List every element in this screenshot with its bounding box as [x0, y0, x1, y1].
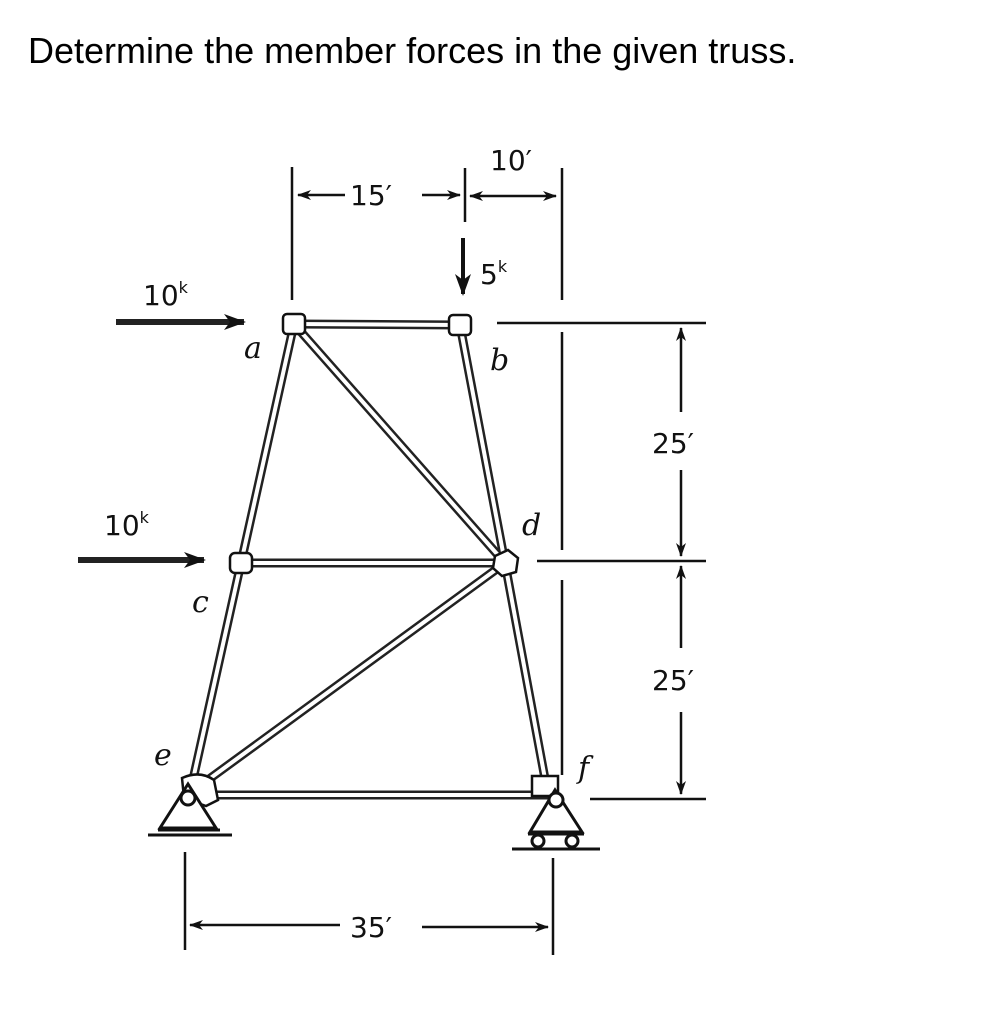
joint-d-plate — [491, 548, 520, 578]
joint-label-c: c — [192, 585, 209, 620]
right-dimension-lines — [497, 321, 706, 801]
joint-label-f: f — [576, 751, 594, 786]
joint-label-d: d — [522, 508, 541, 543]
load-label-b: 5k — [480, 257, 508, 291]
dimension-top-left: 15′ — [350, 179, 392, 212]
joint-a-plate — [281, 312, 307, 336]
joint-label-a: a — [244, 331, 262, 366]
joint-f-plate — [530, 774, 560, 798]
dimension-bottom: 35′ — [350, 911, 392, 944]
dimension-upper-height: 25′ — [652, 427, 694, 460]
joint-label-e: e — [154, 738, 172, 773]
joint-c-plate — [228, 551, 254, 575]
bottom-dimension-lines — [183, 852, 555, 955]
top-dimension-lines — [290, 167, 564, 775]
truss-members — [185, 319, 553, 800]
dimension-top-right: 10′ — [490, 144, 532, 177]
problem-title: Determine the member forces in the given… — [28, 30, 797, 71]
load-label-a: 10k — [143, 278, 189, 312]
pin-support-e — [148, 781, 232, 837]
dimension-lower-height: 25′ — [652, 664, 694, 697]
roller-support-f — [512, 787, 600, 851]
joint-b-plate — [447, 313, 473, 337]
joint-label-b: b — [490, 343, 509, 378]
joint-plates — [180, 312, 560, 808]
load-label-c: 10k — [104, 508, 150, 542]
